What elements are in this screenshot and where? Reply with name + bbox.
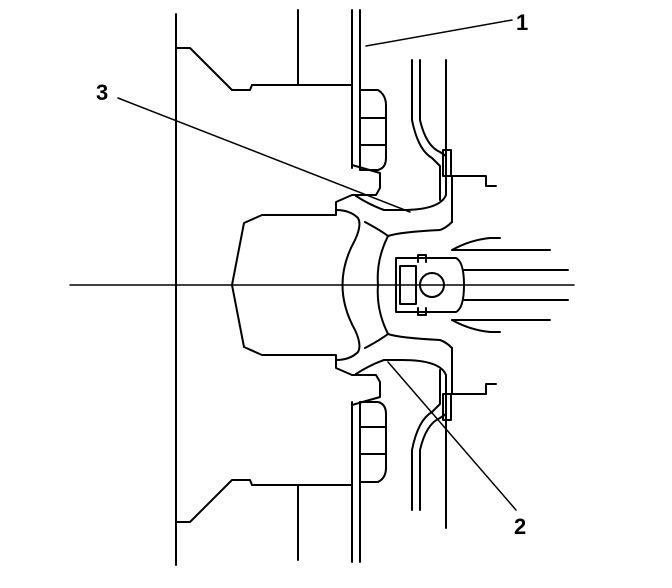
flexplate-bolt-lower bbox=[359, 401, 387, 483]
flexplate-bolt-upper bbox=[359, 89, 387, 171]
leader-lines bbox=[117, 19, 517, 511]
callout-2: 2 bbox=[514, 514, 526, 539]
leader-1 bbox=[365, 19, 513, 47]
flexplate bbox=[351, 9, 361, 563]
converter-cover bbox=[411, 59, 497, 529]
converter-pilot-hub bbox=[335, 149, 453, 421]
leader-2 bbox=[387, 361, 517, 511]
callout-1: 1 bbox=[516, 10, 528, 35]
crankshaft-flange bbox=[175, 9, 381, 566]
input-shaft bbox=[395, 237, 569, 333]
callout-3: 3 bbox=[96, 80, 108, 105]
leader-3 bbox=[117, 97, 411, 213]
